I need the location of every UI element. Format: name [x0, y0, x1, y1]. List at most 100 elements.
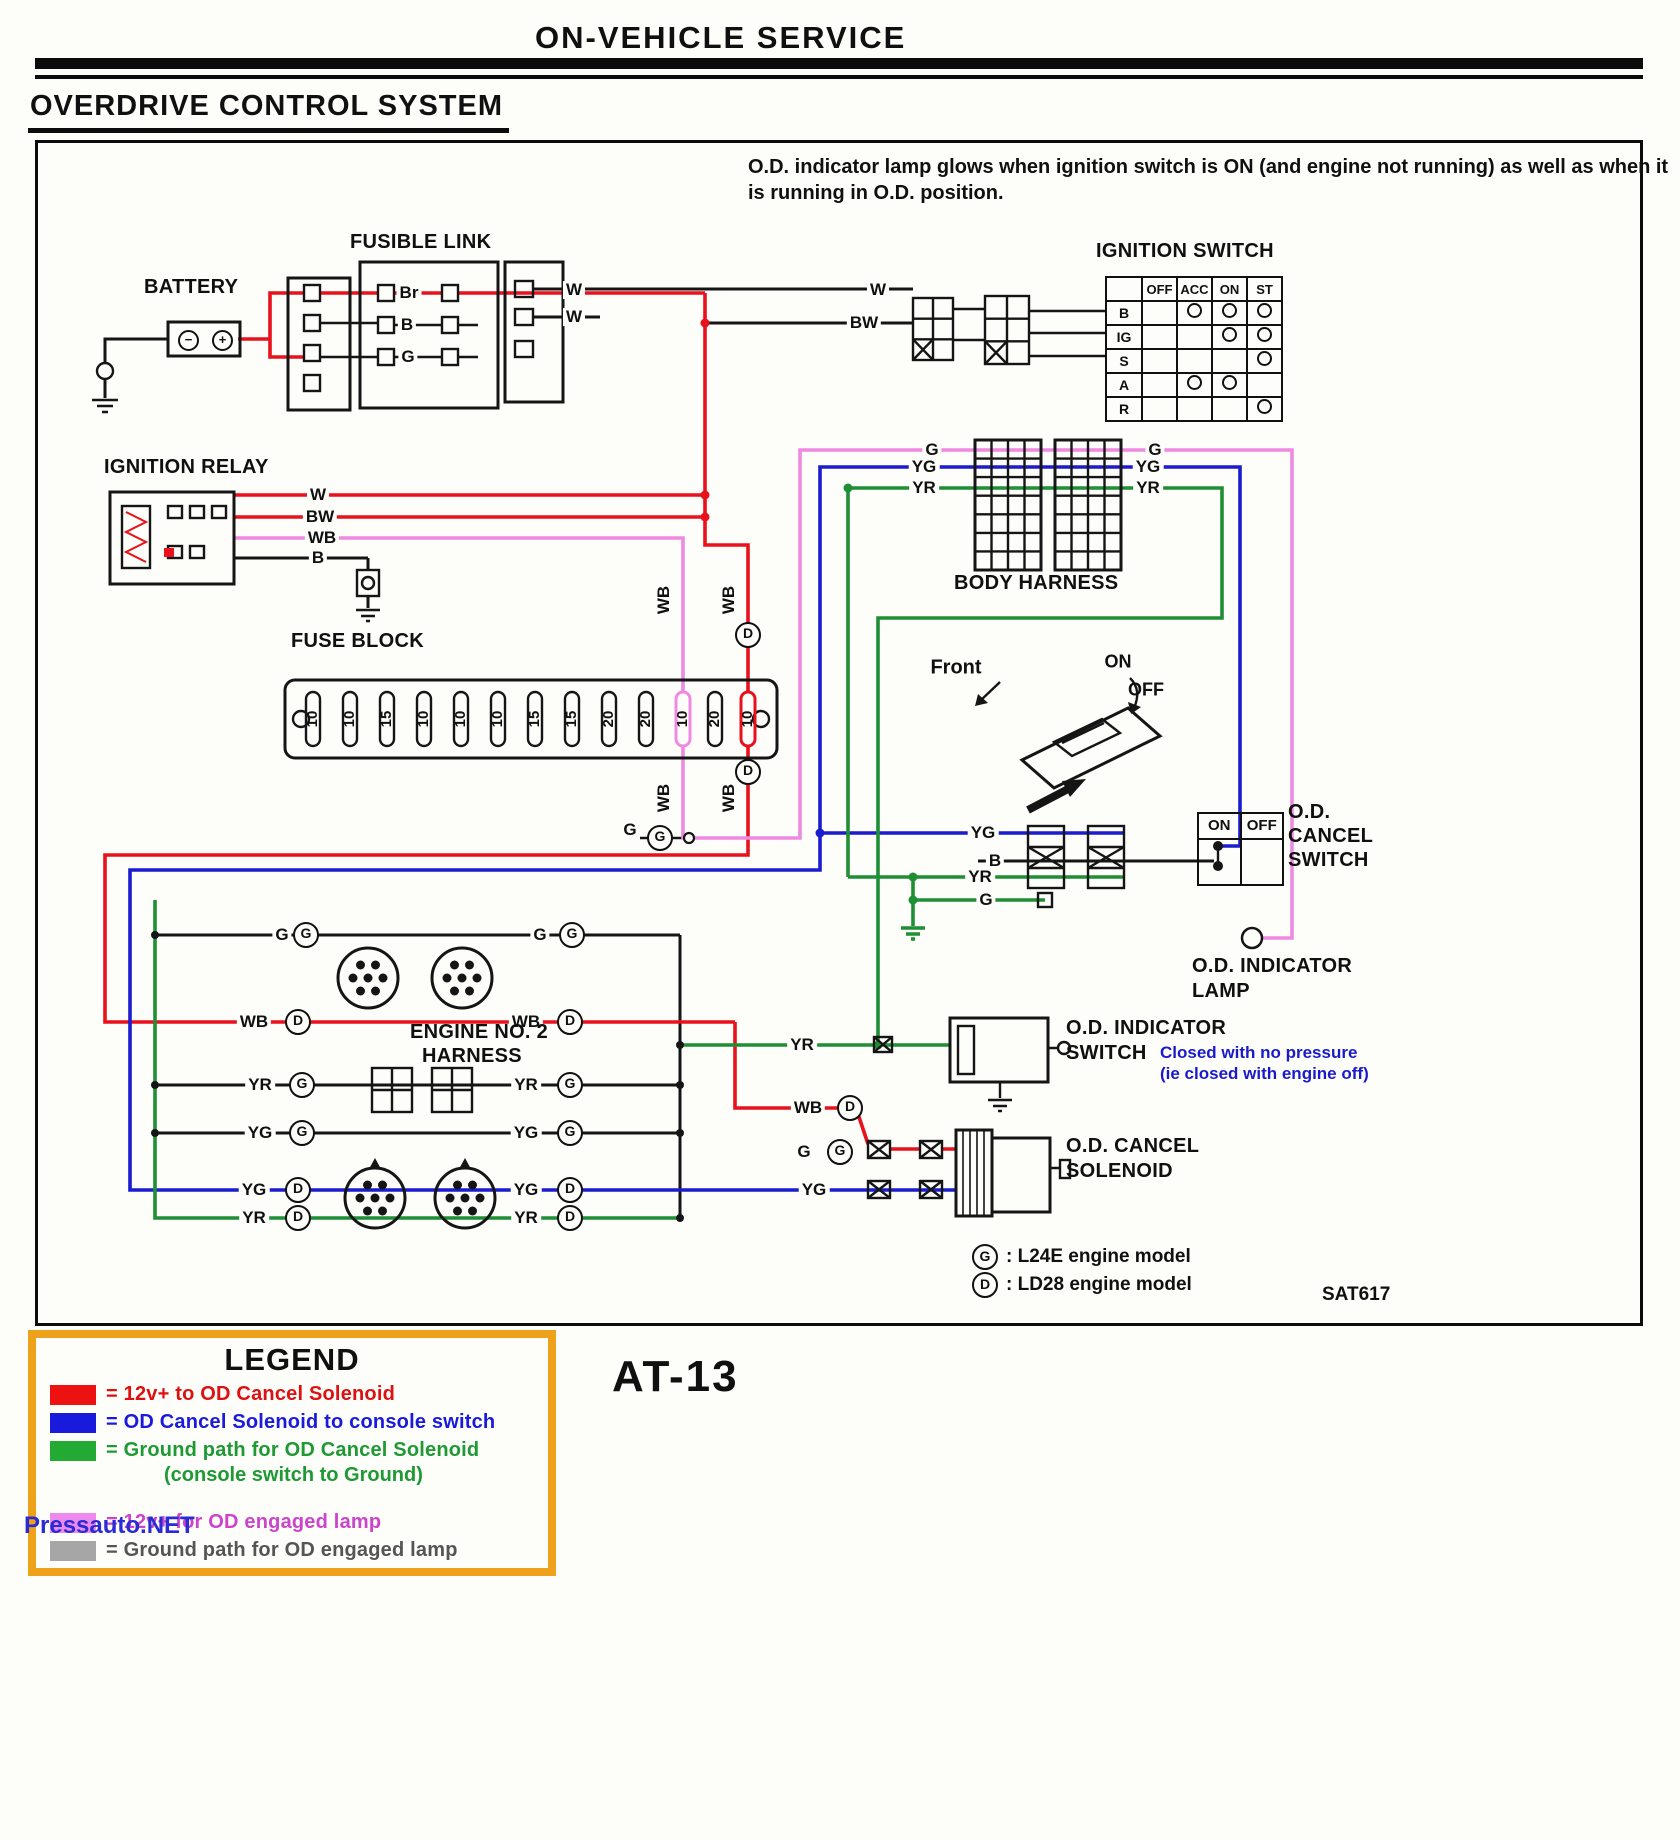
- ignition-table-cell: [1246, 396, 1283, 422]
- legend-swatch: [50, 1540, 96, 1561]
- legend-label: = Ground path for OD Cancel Solenoid: [106, 1439, 480, 1461]
- contact-circle: [1222, 327, 1237, 342]
- legend-entry-4: = Ground path for OD engaged lamp: [50, 1539, 548, 1562]
- ignition-table-cell: [1246, 300, 1283, 326]
- indicator-switch-note: Closed with no pressure (ie closed with …: [1160, 1042, 1369, 1084]
- ignition-table-cell: [1246, 324, 1283, 350]
- note-line-1: O.D. indicator lamp glows when ignition …: [748, 156, 1372, 178]
- d-model-text: : LD28 engine model: [1006, 1274, 1192, 1295]
- od-cancel-switch-line3: SWITCH: [1288, 849, 1369, 871]
- engine-harness-line2: HARNESS: [422, 1045, 522, 1067]
- section-title: OVERDRIVE CONTROL SYSTEM: [28, 90, 510, 133]
- battery-minus-terminal: −: [178, 330, 199, 351]
- title-rule-thin: [35, 75, 1643, 79]
- contact-circle: [1222, 303, 1237, 318]
- contact-circle: [1222, 375, 1237, 390]
- fuse-block-label: FUSE BLOCK: [291, 630, 424, 652]
- legend-swatch: [50, 1384, 96, 1405]
- g-model-text: : L24E engine model: [1006, 1246, 1191, 1267]
- ignition-table-col-st: ST: [1246, 276, 1283, 302]
- battery-label: BATTERY: [144, 276, 239, 298]
- ignition-table-row-s: S: [1105, 348, 1143, 374]
- diagram-frame: [35, 140, 1643, 1326]
- legend-entry-1: = OD Cancel Solenoid to console switch: [50, 1411, 548, 1434]
- ignition-table-cell: [1211, 300, 1248, 326]
- legend-title: LEGEND: [224, 1342, 360, 1377]
- cancel-switch-col-on: ON: [1199, 814, 1242, 838]
- legend-box: LEGEND = 12v+ to OD Cancel Solenoid= OD …: [28, 1330, 556, 1576]
- ignition-table-cell: [1141, 348, 1178, 374]
- ignition-table-cell: [1141, 372, 1178, 398]
- body-harness-label: BODY HARNESS: [954, 572, 1119, 594]
- od-cancel-solenoid-line2: SOLENOID: [1066, 1160, 1173, 1182]
- ignition-switch-label: IGNITION SWITCH: [1096, 240, 1274, 262]
- contact-circle: [1187, 303, 1202, 318]
- ignition-table-cell: [1211, 396, 1248, 422]
- ignition-table-cell: [1211, 372, 1248, 398]
- od-indicator-lamp-line2: LAMP: [1192, 980, 1250, 1002]
- indicator-switch-note-line2: (ie closed with engine off): [1160, 1064, 1369, 1083]
- od-indicator-lamp-line1: O.D. INDICATOR: [1192, 955, 1353, 977]
- od-indicator-switch-label: O.D. INDICATOR SWITCH: [1066, 1016, 1226, 1066]
- model-legend-l24e: G : L24E engine model: [972, 1244, 1191, 1270]
- od-cancel-switch-line1: O.D.: [1288, 801, 1331, 823]
- legend-swatch: [50, 1412, 96, 1433]
- od-indicator-switch-line1: O.D. INDICATOR: [1066, 1017, 1227, 1039]
- legend-swatch: [50, 1512, 96, 1533]
- title-rule-thick: [35, 58, 1643, 69]
- page-title: ON-VEHICLE SERVICE: [535, 20, 907, 55]
- ignition-table-cell: [1246, 348, 1283, 374]
- ignition-table-col-acc: ACC: [1176, 276, 1213, 302]
- engine-harness-label: ENGINE NO. 2 HARNESS: [410, 1020, 548, 1068]
- od-cancel-solenoid-label: O.D. CANCEL SOLENOID: [1066, 1134, 1199, 1184]
- od-cancel-switch-table-body: [1199, 840, 1282, 884]
- legend-entry-3: = 12v+ for OD engaged lamp: [50, 1511, 548, 1534]
- ignition-table-cell: [1141, 396, 1178, 422]
- battery-plus-terminal: +: [212, 330, 233, 351]
- diagram-code: SAT617: [1322, 1284, 1391, 1305]
- contact-circle: [1257, 327, 1272, 342]
- legend-label: = OD Cancel Solenoid to console switch: [106, 1411, 496, 1433]
- model-legend-ld28: D : LD28 engine model: [972, 1272, 1192, 1298]
- ignition-table-row-a: A: [1105, 372, 1143, 398]
- legend-entry-2: = Ground path for OD Cancel Solenoid: [50, 1439, 548, 1462]
- ignition-table-cell: [1176, 348, 1213, 374]
- ignition-table-corner: [1105, 276, 1143, 302]
- indicator-switch-note-line1: Closed with no pressure: [1160, 1043, 1358, 1062]
- ignition-table-row-b: B: [1105, 300, 1143, 326]
- od-indicator-switch-line2: SWITCH: [1066, 1042, 1147, 1064]
- legend-swatch: [50, 1440, 96, 1461]
- od-cancel-switch-label: O.D. CANCEL SWITCH: [1288, 800, 1373, 872]
- ignition-table-col-on: ON: [1211, 276, 1248, 302]
- ignition-table-col-off: OFF: [1141, 276, 1178, 302]
- legend-entries: = 12v+ to OD Cancel Solenoid= OD Cancel …: [36, 1383, 548, 1562]
- ignition-table-cell: [1141, 300, 1178, 326]
- legend-label: = Ground path for OD engaged lamp: [106, 1539, 458, 1561]
- watermark: Pressauto.NET: [24, 1512, 195, 1539]
- od-cancel-switch-line2: CANCEL: [1288, 825, 1374, 847]
- indicator-lamp-note: O.D. indicator lamp glows when ignition …: [748, 154, 1680, 206]
- legend-label-cont: (console switch to Ground): [164, 1464, 423, 1486]
- ignition-relay-label: IGNITION RELAY: [104, 456, 269, 478]
- contact-circle: [1257, 303, 1272, 318]
- ignition-table-cell: [1246, 372, 1283, 398]
- od-indicator-lamp-label: O.D. INDICATOR LAMP: [1192, 954, 1352, 1004]
- ignition-table-cell: [1211, 324, 1248, 350]
- engine-harness-line1: ENGINE NO. 2: [410, 1021, 549, 1043]
- d-model-marker: D: [972, 1272, 998, 1298]
- od-cancel-switch-table: ON OFF: [1197, 812, 1284, 886]
- ignition-table-row-ig: IG: [1105, 324, 1143, 350]
- contact-circle: [1257, 399, 1272, 414]
- note-line-2: not running) as well as when it is runni…: [748, 156, 1669, 204]
- contact-circle: [1187, 375, 1202, 390]
- ignition-table-cell: [1141, 324, 1178, 350]
- od-cancel-solenoid-line1: O.D. CANCEL: [1066, 1135, 1200, 1157]
- fusible-link-label: FUSIBLE LINK: [350, 231, 492, 253]
- ignition-table-cell: [1176, 300, 1213, 326]
- cancel-switch-col-off: OFF: [1246, 817, 1277, 834]
- legend-label: = 12v+ for OD engaged lamp: [106, 1511, 382, 1533]
- od-cancel-switch-table-header: ON OFF: [1199, 814, 1282, 840]
- ignition-table-cell: [1211, 348, 1248, 374]
